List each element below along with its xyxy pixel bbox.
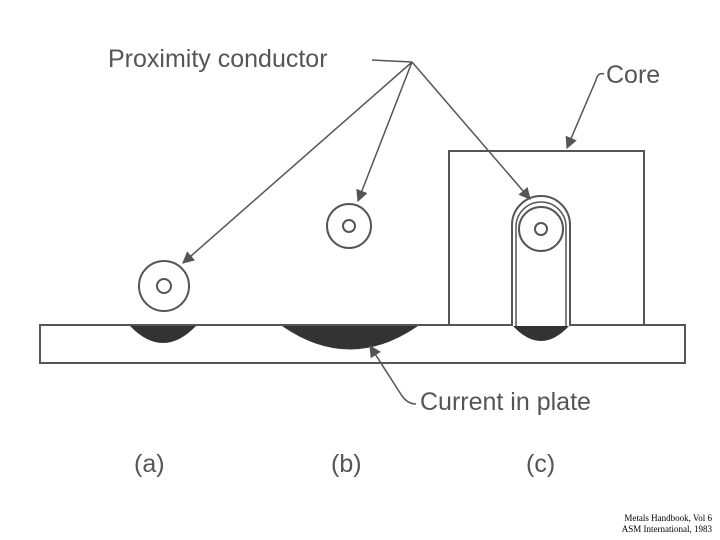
panel-b-label: (b) <box>331 450 362 478</box>
core-label: Core <box>606 61 661 89</box>
leader-proximity-underline <box>371 59 413 63</box>
conductor-b <box>326 203 372 249</box>
leader-to-conductor-a <box>182 61 413 264</box>
credit-line-1: Metals Handbook, Vol 6 <box>624 513 712 523</box>
leader-to-conductor-b <box>356 61 413 203</box>
current-in-plate-label: Current in plate <box>420 388 591 416</box>
panel-c-label: (c) <box>526 450 556 478</box>
credit-line-2: ASM International, 1983 <box>621 524 712 534</box>
current-region-c <box>513 326 569 341</box>
leader-to-current <box>369 344 417 405</box>
proximity-conductor-label: Proximity conductor <box>108 45 328 73</box>
core-slot-inner <box>515 201 567 326</box>
current-region-b <box>282 326 418 350</box>
panel-a-label: (a) <box>134 450 165 478</box>
conductor-c <box>518 206 564 252</box>
leader-to-core <box>565 72 605 150</box>
current-region-a <box>130 326 196 343</box>
conductor-a <box>138 260 190 312</box>
leader-to-conductor-c <box>411 61 531 200</box>
